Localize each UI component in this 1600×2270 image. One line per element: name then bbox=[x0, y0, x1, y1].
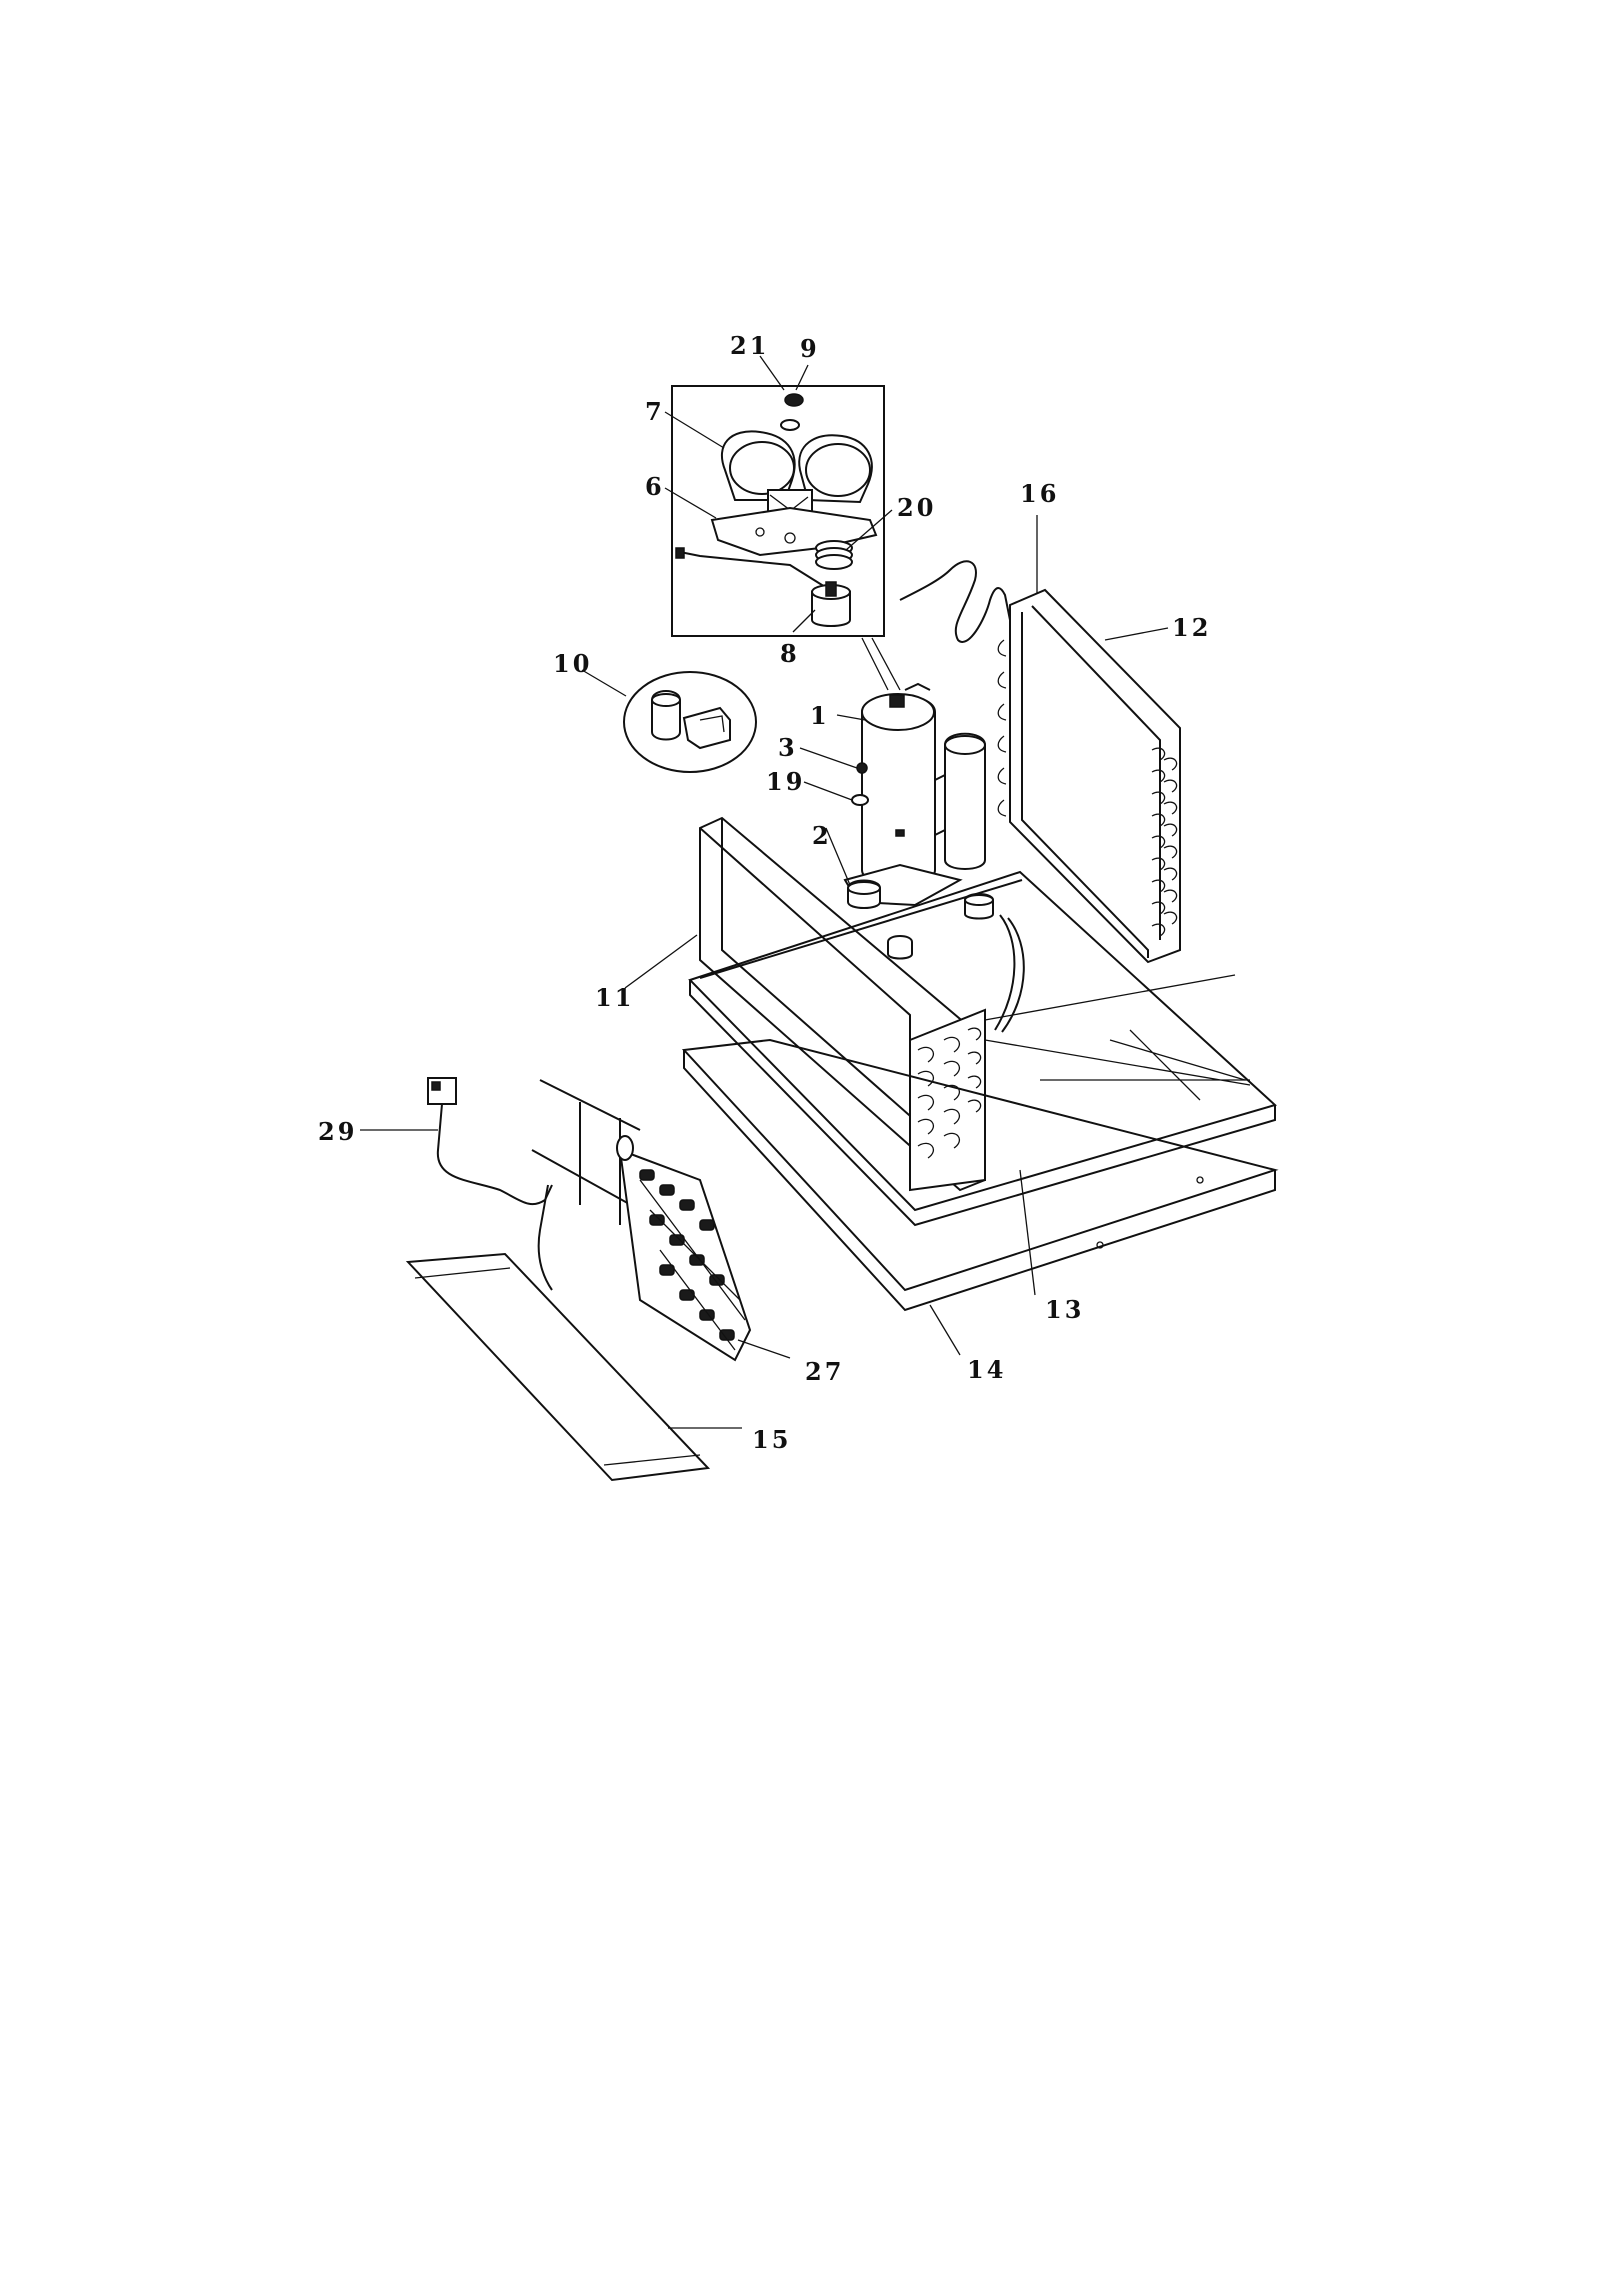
power-cord bbox=[427, 1077, 553, 1291]
callout-12: 12 bbox=[1172, 613, 1211, 642]
nut-icon bbox=[784, 393, 804, 407]
callout-16: 16 bbox=[1020, 479, 1059, 508]
rubber-mount bbox=[811, 581, 851, 627]
base-pan bbox=[688, 870, 1277, 1227]
callout-7: 7 bbox=[645, 397, 665, 426]
callout-13: 13 bbox=[1045, 1295, 1084, 1324]
callout-6: 6 bbox=[645, 472, 665, 501]
condenser-coil bbox=[997, 588, 1181, 964]
callout-27: 27 bbox=[805, 1357, 844, 1386]
heater-assembly bbox=[531, 1079, 752, 1362]
callout-19: 19 bbox=[766, 767, 805, 796]
bottom-tray bbox=[681, 1038, 1279, 1312]
filter-panel bbox=[405, 1252, 711, 1482]
callout-21: 21 bbox=[730, 331, 769, 360]
grommet-icon bbox=[856, 762, 868, 774]
callout-11: 11 bbox=[595, 983, 634, 1012]
callout-9: 9 bbox=[800, 334, 820, 363]
callout-20: 20 bbox=[897, 493, 936, 522]
capillary-tube bbox=[899, 560, 1011, 643]
evaporator-coil bbox=[699, 816, 986, 1192]
callout-8: 8 bbox=[780, 639, 800, 668]
callout-15: 15 bbox=[752, 1425, 791, 1454]
callout-3: 3 bbox=[778, 733, 798, 762]
callout-10: 10 bbox=[553, 649, 592, 678]
capacitor-detail bbox=[623, 671, 757, 773]
motor-detail-inset bbox=[671, 385, 885, 637]
compressor bbox=[843, 682, 986, 909]
callout-labels: 21 9 7 6 20 16 12 8 10 1 3 19 2 11 29 13… bbox=[318, 331, 1211, 1454]
leader-lines bbox=[360, 355, 1169, 1429]
callout-2: 2 bbox=[812, 821, 832, 850]
motor-arm bbox=[679, 551, 831, 591]
callout-29: 29 bbox=[318, 1117, 357, 1146]
callout-14: 14 bbox=[967, 1355, 1006, 1384]
callout-1: 1 bbox=[810, 701, 830, 730]
